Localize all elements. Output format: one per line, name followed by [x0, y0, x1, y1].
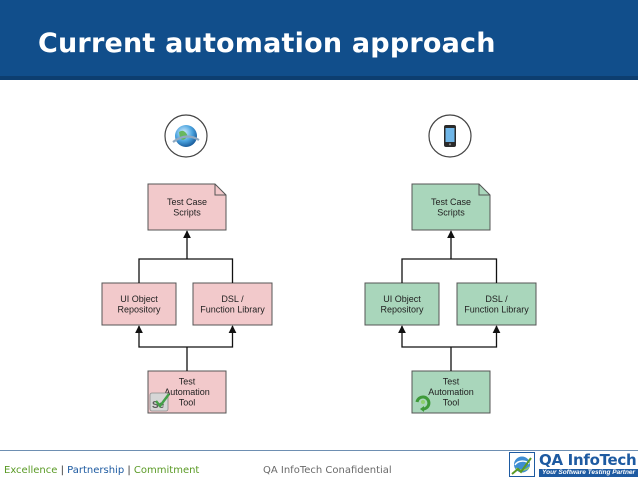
footer-partnership: Partnership [67, 465, 125, 476]
footer-confidential: QA InfoTech Conafidential [263, 465, 392, 476]
arrow-to-repository [135, 325, 187, 348]
ui-object-repository-node [364, 282, 440, 326]
function-library-node [456, 282, 537, 326]
function-library-label: DSL /Function Library [200, 294, 265, 315]
test-case-scripts-node [147, 183, 227, 231]
footer-commitment: Commitment [133, 465, 200, 476]
footer-excellence: Excellence [4, 465, 58, 476]
footer-separator: | [57, 465, 68, 476]
folded-corner [214, 184, 226, 196]
header-shadow [0, 76, 638, 80]
logo-mark-icon [509, 452, 535, 477]
connector-line [138, 258, 234, 283]
function-library-label: DSL /Function Library [464, 294, 529, 315]
globe-icon [164, 114, 208, 158]
connector-line [401, 258, 498, 283]
arrow-to-library [451, 325, 501, 348]
logo-tagline: Your Software Testing Partner [539, 469, 638, 477]
test-case-scripts-node [411, 183, 491, 231]
slide-header: Current automation approach [0, 0, 638, 80]
arrow-to-library [187, 325, 237, 348]
logo-name: QA InfoTech [539, 451, 637, 469]
slide-title: Current automation approach [38, 28, 496, 59]
smartphone-icon [428, 114, 472, 158]
function-library-node [192, 282, 273, 326]
recycle-icon [415, 395, 431, 412]
company-logo: QA InfoTech Your Software Testing Partne… [509, 451, 638, 478]
footer-separator: | [124, 465, 134, 476]
selenium-icon: Se [149, 392, 170, 412]
folded-corner [478, 184, 490, 196]
ui-object-repository-node [101, 282, 177, 326]
arrow-to-repository [398, 325, 451, 348]
footer-tagline: Excellence | Partnership | Commitment [4, 465, 199, 476]
